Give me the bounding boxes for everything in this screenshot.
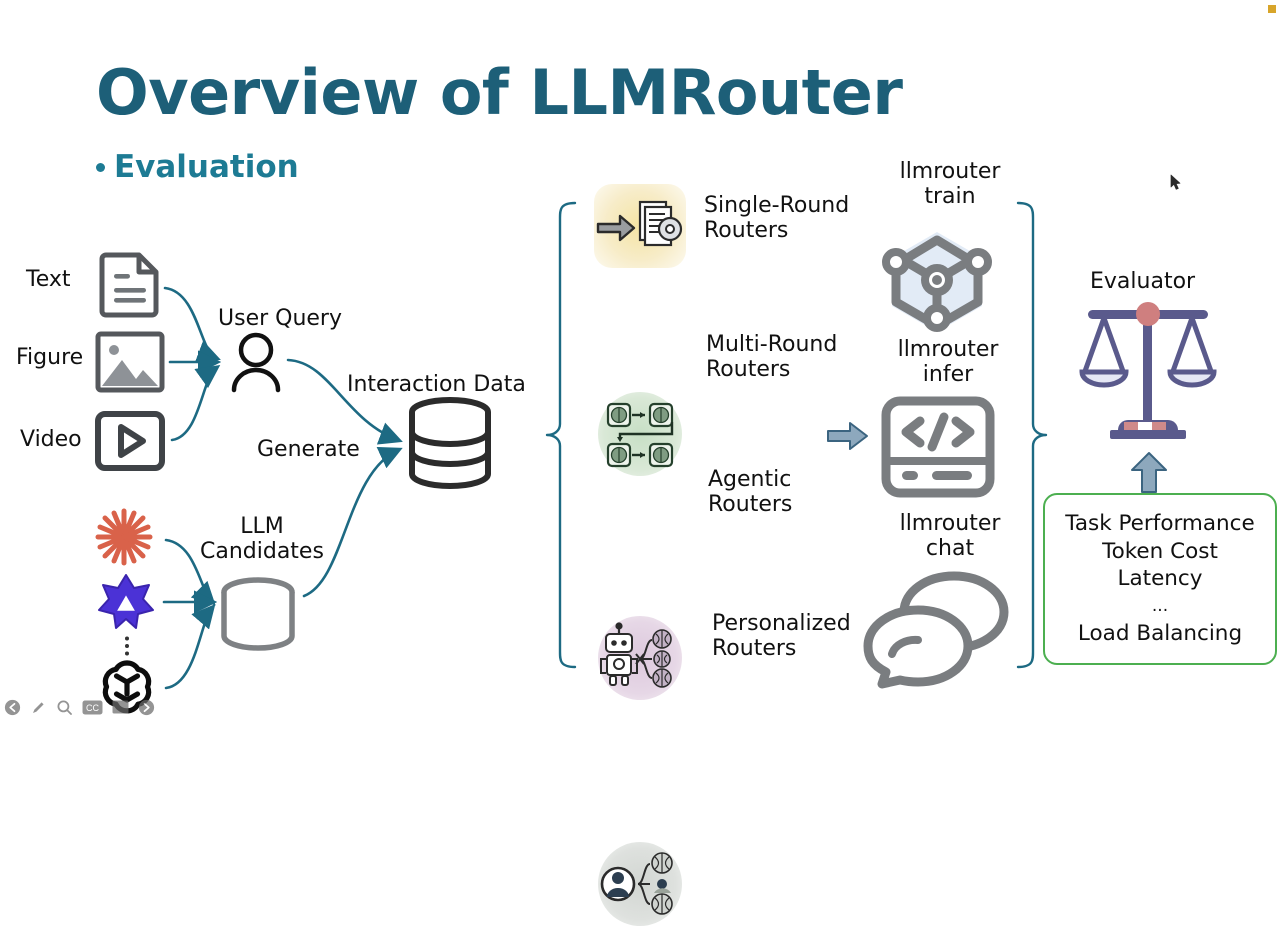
edge-video-to-user — [170, 364, 221, 442]
llmrouter-infer-label-line1: llmrouter — [897, 337, 999, 362]
svg-text:CC: CC — [86, 703, 99, 713]
single-round-router-label-line2: Routers — [704, 217, 789, 243]
personalized-router-label-line1: Personalized — [712, 611, 851, 636]
generate-edge-label: Generate — [257, 437, 360, 462]
metric-load-balancing: Load Balancing — [1077, 621, 1243, 647]
mouse-cursor-icon — [1170, 174, 1182, 191]
edge-claude-to-candidates — [164, 538, 216, 606]
search-icon[interactable] — [56, 699, 73, 716]
arrow-left-circle-icon[interactable] — [4, 699, 21, 716]
multi-round-router-label: Multi-Round Routers — [706, 332, 838, 382]
network-hexagon-icon — [872, 218, 1002, 338]
ellipsis-vertical-icon — [124, 636, 130, 656]
claude-logo-icon — [92, 505, 156, 569]
evaluation-metrics-box: Task Performance Token Cost Latency ... … — [1043, 493, 1277, 665]
video-play-icon — [95, 411, 165, 471]
database-cylinder-icon — [218, 576, 298, 654]
arrow-right-circle-icon[interactable] — [138, 699, 155, 716]
slide-canvas: Overview of LLMRouter Evaluation Text Fi… — [4, 5, 1277, 926]
llmrouter-infer-label: llmrouter infer — [878, 337, 1018, 387]
multi-round-router-label-line2: Routers — [706, 356, 791, 382]
cli-right-brace — [1016, 201, 1048, 669]
edge-candidates-to-store — [302, 447, 403, 598]
evaluator-label: Evaluator — [1090, 269, 1196, 294]
interaction-data-label: Interaction Data — [347, 372, 526, 397]
llm-candidates-label-line1: LLM — [240, 514, 284, 539]
evaluator-up-arrow-icon — [1128, 450, 1170, 494]
person-icon — [224, 330, 288, 394]
single-round-router-label-line1: Single-Round — [704, 193, 850, 218]
code-window-icon — [880, 395, 996, 499]
llmrouter-infer-label-line2: infer — [922, 361, 974, 387]
llmrouter-train-label-line2: train — [924, 183, 976, 209]
llm-candidates-label-line2: Candidates — [200, 538, 324, 564]
routers-left-brace — [545, 201, 577, 669]
metric-task-performance: Task Performance — [1065, 511, 1255, 537]
cc-icon[interactable]: CC — [82, 700, 103, 715]
llmrouter-train-label: llmrouter train — [880, 159, 1020, 209]
agentic-router-label-line1: Agentic — [708, 467, 792, 492]
edge-openai-to-candidates — [164, 604, 216, 690]
mistral-logo-icon — [96, 572, 156, 630]
recording-dot-icon — [1268, 5, 1276, 13]
page-title: Overview of LLMRouter — [96, 56, 903, 129]
player-toolbar[interactable]: CC — [4, 699, 155, 716]
multi-round-router-icon — [588, 392, 692, 476]
llmrouter-chat-label-line1: llmrouter — [899, 511, 1001, 536]
bullet-dot-icon — [96, 163, 105, 172]
bullet-row: Evaluation — [96, 152, 299, 183]
user-query-label: User Query — [218, 306, 342, 331]
single-round-router-icon — [588, 184, 692, 268]
multi-round-router-label-line1: Multi-Round — [706, 332, 838, 357]
personalized-router-label: Personalized Routers — [712, 611, 851, 661]
input-label-text: Text — [26, 267, 71, 292]
screen-icon[interactable] — [112, 700, 129, 715]
personalized-router-icon — [588, 842, 692, 926]
llmrouter-chat-label: llmrouter chat — [880, 511, 1020, 561]
document-icon — [99, 250, 162, 318]
metric-ellipsis: ... — [1151, 595, 1169, 616]
chat-bubbles-icon — [863, 568, 1012, 690]
agentic-router-icon — [588, 616, 692, 700]
llm-candidates-label: LLM Candidates — [200, 514, 324, 564]
bullet-label: Evaluation — [114, 149, 299, 185]
edge-user-to-store — [286, 358, 403, 445]
routers-to-cli-arrow-icon — [826, 420, 870, 452]
agentic-router-label: Agentic Routers — [708, 467, 793, 517]
single-round-router-label: Single-Round Routers — [704, 193, 850, 243]
connector-layer — [162, 201, 1048, 690]
metric-latency: Latency — [1117, 566, 1203, 592]
stacked-database-icon — [404, 396, 496, 492]
llmrouter-train-label-line1: llmrouter — [899, 159, 1001, 184]
agentic-router-label-line2: Routers — [708, 491, 793, 517]
personalized-router-label-line2: Routers — [712, 635, 797, 661]
metric-token-cost: Token Cost — [1102, 538, 1218, 564]
input-label-video: Video — [20, 427, 82, 452]
pen-icon[interactable] — [30, 699, 47, 716]
llmrouter-chat-label-line2: chat — [925, 535, 975, 561]
input-label-figure: Figure — [16, 345, 84, 370]
edge-text-to-user — [163, 286, 221, 363]
balance-scale-icon — [1078, 296, 1218, 452]
image-icon — [95, 331, 165, 393]
